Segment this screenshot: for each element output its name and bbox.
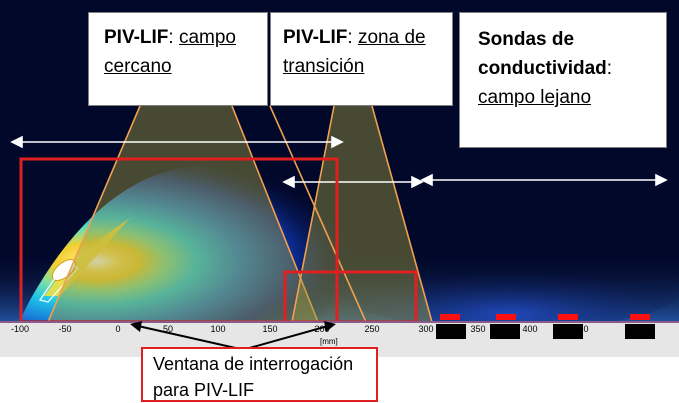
window-label-line1: Ventana de interrogación [153,354,354,374]
near-field-method: PIV-LIF [104,27,169,48]
near-field-term-line1: campo [178,27,236,48]
axis-tick-label: 150 [262,324,278,334]
axis-tick-label: 300 [418,324,434,334]
pointer-arrow-left [137,325,241,350]
probe-marker-2 [496,314,516,320]
pointer-arrow-left-head [130,321,142,332]
probe-marker-1 [440,314,460,320]
axis-tick-label: 50 [162,324,174,334]
axis-tick-label: -100 [10,324,30,334]
far-field-term: campo lejano [478,87,592,108]
near-field-term-line2: cercano [104,56,172,77]
probe-marker-3 [558,314,578,320]
interrogation-window-label-box: Ventana de interrogación para PIV-LIF [141,347,378,402]
transition-extent-arrow [282,175,424,189]
axis-tick-label: 0 [583,324,589,334]
probe-block-3 [553,324,583,339]
transition-term-line1: zona de [357,27,426,48]
transition-cone-edge-right [371,105,433,323]
axis-tick-label: 400 [522,324,538,334]
axis-tick-label: 250 [364,324,380,334]
probe-block-2 [490,324,520,339]
near-field-label-box: PIV-LIF: campo cercano [88,12,268,106]
far-field-glow [340,250,679,330]
window-label-line2: para PIV-LIF [153,380,255,400]
far-field-line1: Sondas de [478,29,575,50]
plume-region [20,165,370,320]
plume-outline [39,261,79,303]
probe-block-1 [436,324,466,339]
far-field-extent-arrow [420,173,668,187]
axis-tick-label: 0 [115,324,121,334]
transition-method: PIV-LIF [283,27,348,48]
axis-unit-label: [mm] [320,337,338,346]
axis-tick-label: 100 [210,324,226,334]
pointer-arrow-right-head [324,321,336,332]
near-field-extent-arrow [10,135,344,149]
probe-block-4 [625,324,655,339]
transition-label-box: PIV-LIF: zona de transición [270,12,453,106]
transition-term-line2: transición [283,56,365,77]
pointer-arrow-right [245,325,329,350]
probe-marker-4 [630,314,650,320]
axis-tick-label: -50 [58,324,72,334]
far-field-label-box: Sondas de conductividad: campo lejano [459,12,667,148]
axis-tick-label: 350 [470,324,486,334]
axis-tick-label: 200 [314,324,330,334]
far-field-method: conductividad [478,58,607,79]
